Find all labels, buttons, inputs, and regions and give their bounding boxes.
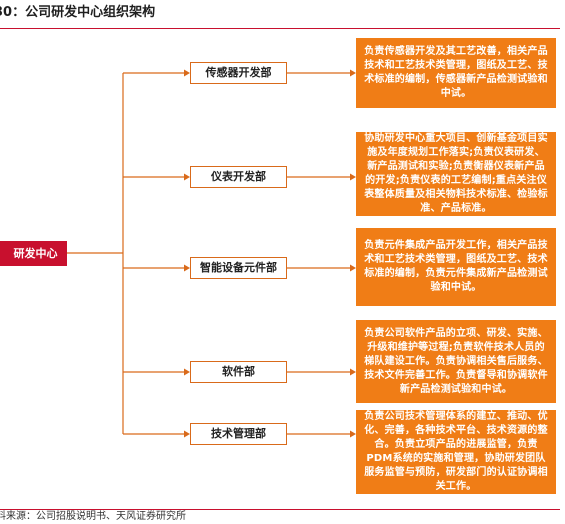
arrow-head (350, 173, 356, 181)
dept-node-smart-device: 智能设备元件部 (190, 257, 287, 279)
figure-title-text: 30：公司研发中心组织架构 (0, 5, 156, 20)
arrow-head (184, 368, 190, 376)
dept-description-software: 负责公司软件产品的立项、研发、实施、升级和维护等过程;负责软件技术人员的梯队建设… (356, 320, 556, 403)
dept-description-sensor: 负责传感器开发及其工艺改善，相关产品技术和工艺技术类管理，图纸及工艺、技术标准的… (356, 38, 556, 108)
source-note: 料来源：公司招股说明书、天风证券研究所 (0, 509, 560, 524)
dept-node-tech-management: 技术管理部 (190, 423, 287, 445)
source-note-text: 料来源：公司招股说明书、天风证券研究所 (0, 511, 186, 522)
arrow-head (184, 264, 190, 272)
figure-title: 30：公司研发中心组织架构 (0, 2, 560, 29)
dept-description-meter: 协助研发中心重大项目、创新基金项目实施及年度规划工作落实;负责仪表研发、新产品测… (356, 132, 556, 216)
arrow-head (184, 173, 190, 181)
dept-node-sensor: 传感器开发部 (190, 62, 287, 84)
arrow-head (184, 69, 190, 77)
dept-node-software: 软件部 (190, 361, 287, 383)
dept-node-meter: 仪表开发部 (190, 166, 287, 188)
arrow-head (350, 368, 356, 376)
arrow-head (350, 69, 356, 77)
arrow-head (350, 264, 356, 272)
dept-description-smart-device: 负责元件集成产品开发工作，相关产品技术和工艺技术类管理，图纸及工艺、技术标准的编… (356, 228, 556, 306)
arrow-head (350, 430, 356, 438)
root-node: 研发中心 (0, 241, 67, 266)
dept-description-tech-management: 负责公司技术管理体系的建立、推动、优化、完善，各种技术平台、技术资源的整合。负责… (356, 410, 556, 494)
arrow-head (184, 430, 190, 438)
